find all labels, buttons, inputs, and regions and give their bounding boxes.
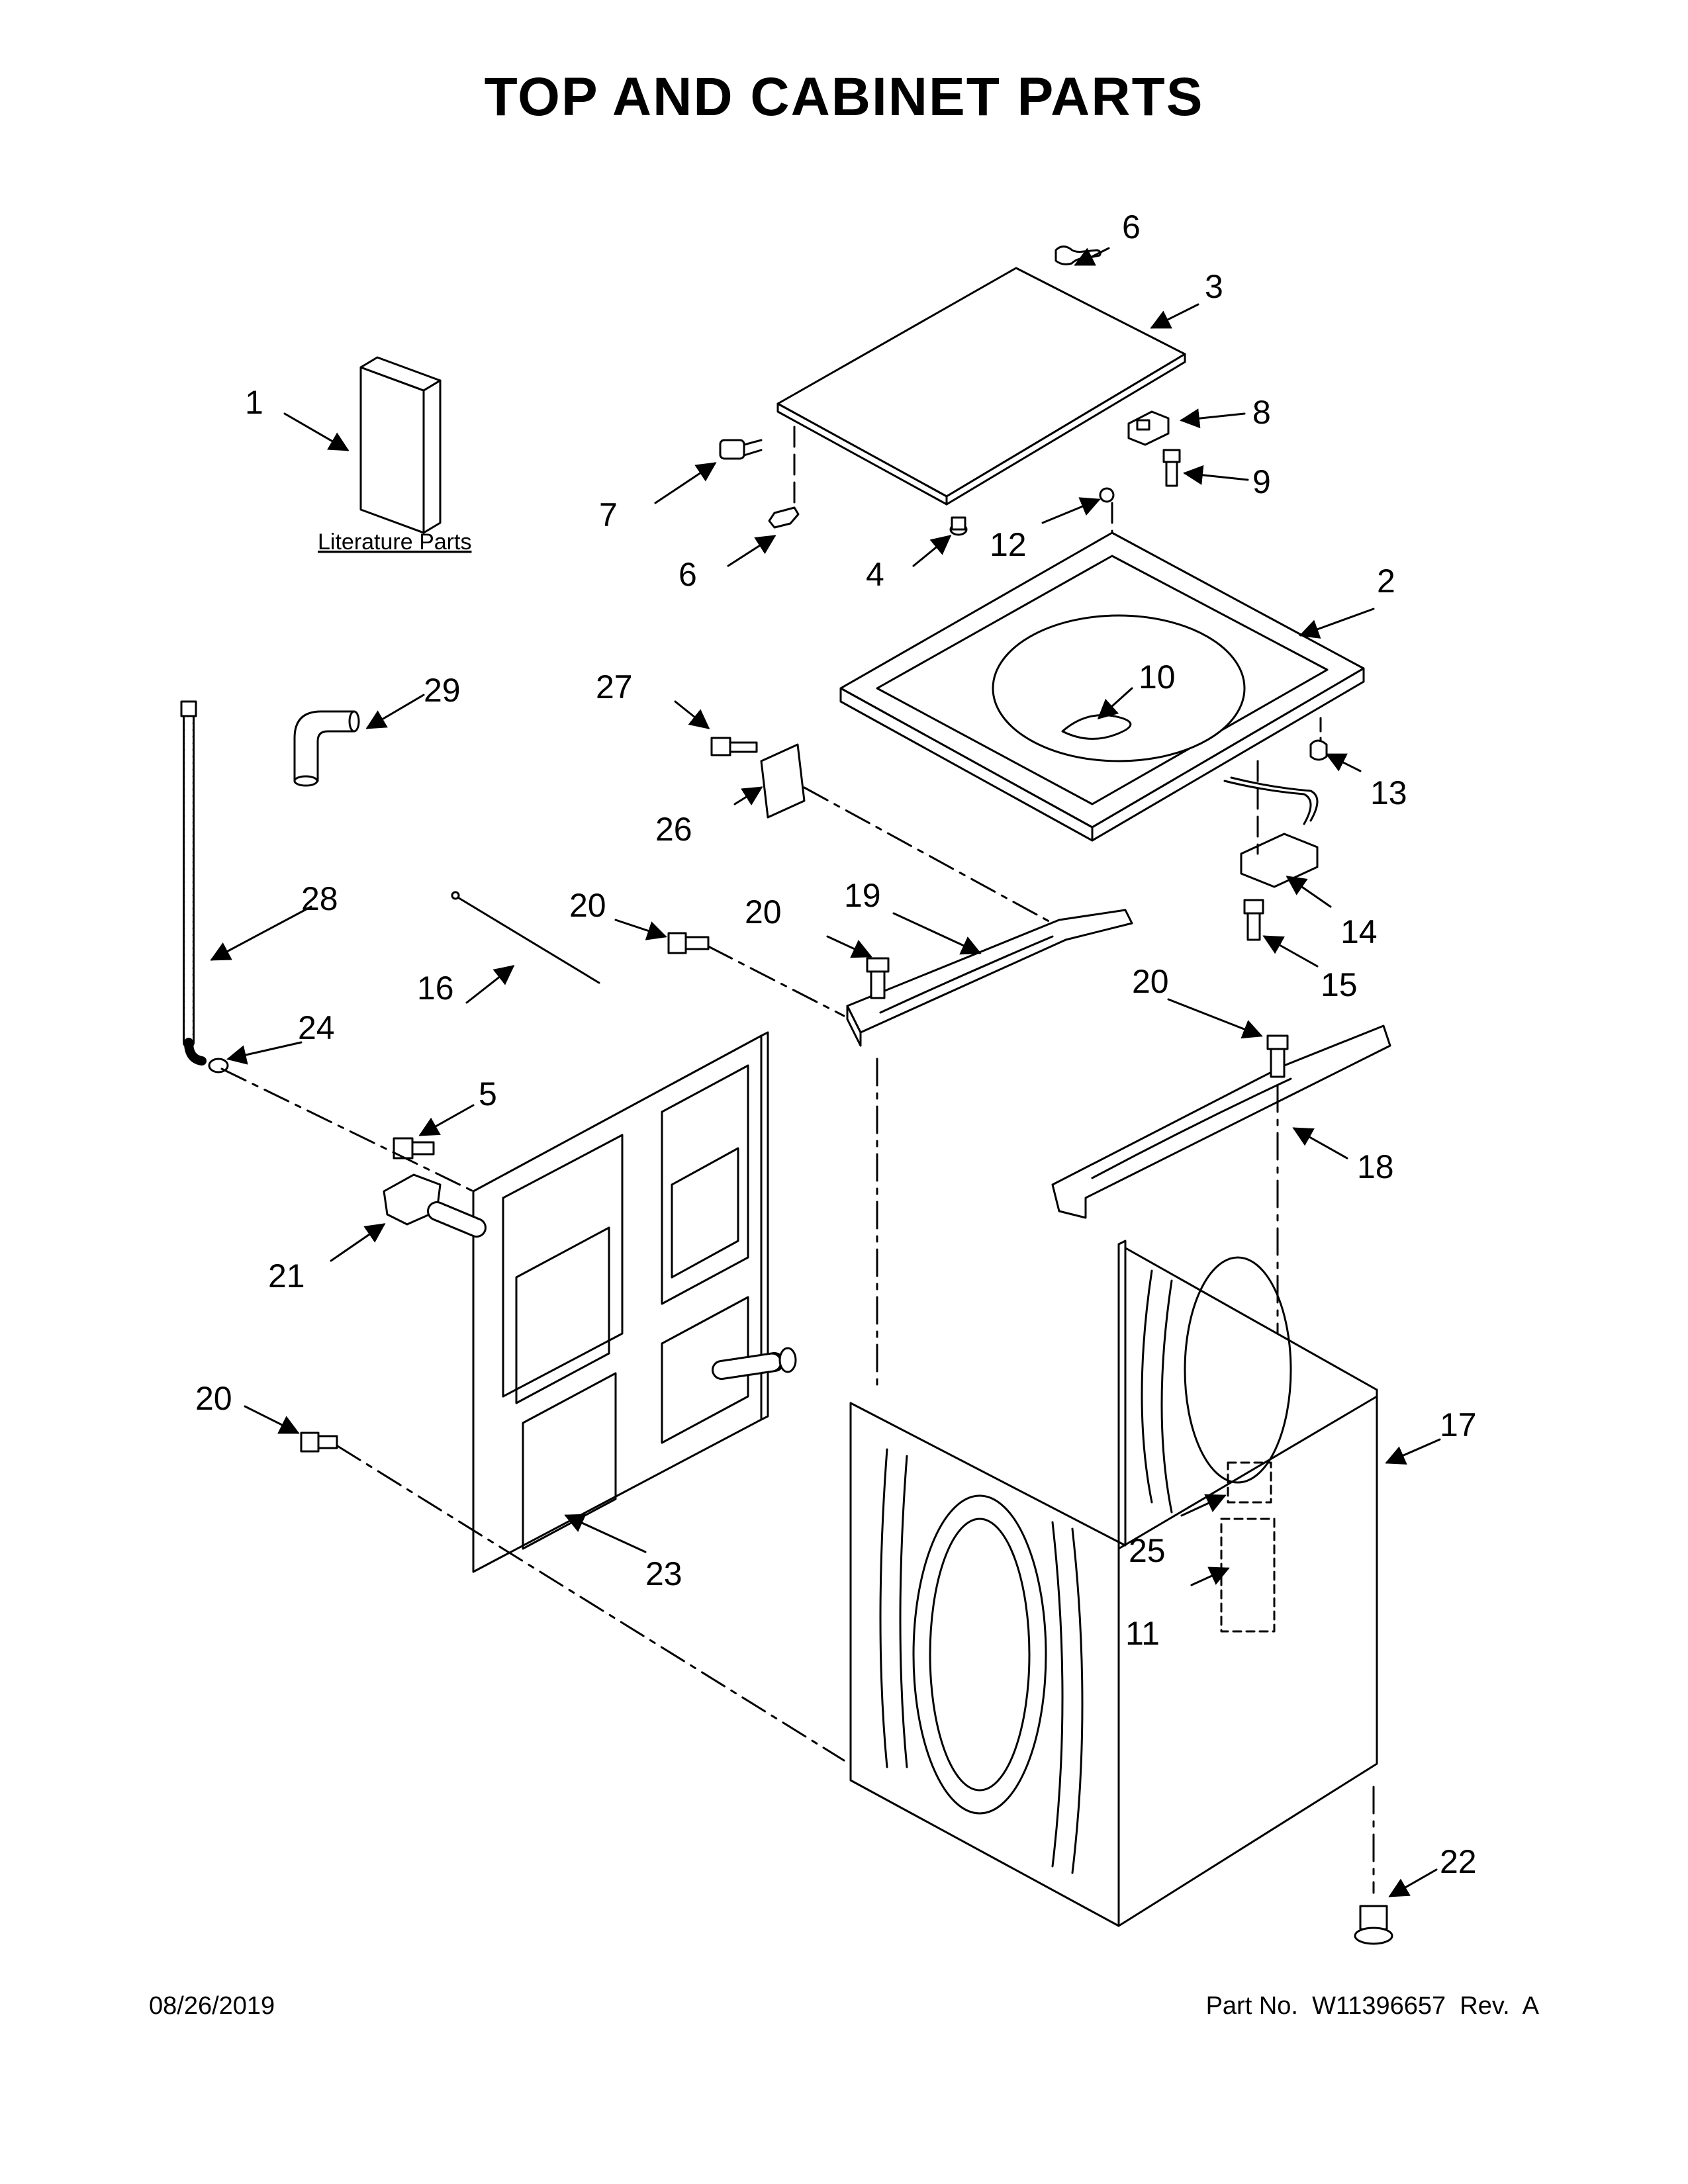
tie-rod-part bbox=[451, 891, 600, 984]
callout-22: 22 bbox=[1440, 1843, 1477, 1880]
callout-8: 8 bbox=[1252, 394, 1271, 431]
drain-hose-part bbox=[180, 700, 207, 1066]
callout-13: 13 bbox=[1370, 774, 1407, 811]
wire-clip-part bbox=[1309, 717, 1328, 761]
callout-11: 11 bbox=[1125, 1615, 1160, 1652]
lid-part bbox=[776, 267, 1186, 506]
hose-elbow-part bbox=[293, 710, 360, 787]
screw-7-part bbox=[719, 439, 763, 460]
callout-3: 3 bbox=[1205, 268, 1223, 305]
literature-parts-label: Literature Parts bbox=[318, 529, 471, 555]
cabinet-part bbox=[849, 1240, 1378, 1927]
screw-5-part bbox=[393, 1137, 435, 1160]
callout-9: 9 bbox=[1252, 463, 1271, 500]
screw-20d-part bbox=[300, 1432, 338, 1453]
callout-5: 5 bbox=[479, 1075, 497, 1113]
inlet-hose-fitting-part bbox=[712, 1347, 797, 1380]
footer-part-number: Part No. W11396657 Rev. A bbox=[1205, 1992, 1539, 2020]
callout-1: 1 bbox=[245, 384, 263, 421]
callout-2: 2 bbox=[1377, 563, 1395, 600]
screw-27-part bbox=[710, 737, 758, 756]
label-11-part bbox=[1220, 1518, 1276, 1633]
callout-6-side: 6 bbox=[679, 556, 697, 593]
hinge-pin-side-part bbox=[768, 426, 800, 529]
screw-20a-part bbox=[667, 932, 845, 1017]
lid-switch-part bbox=[1127, 410, 1170, 446]
wire-harness-part bbox=[1223, 760, 1319, 888]
page-title: TOP AND CABINET PARTS bbox=[484, 67, 1204, 127]
screw-20b-part bbox=[866, 957, 890, 999]
callout-18: 18 bbox=[1357, 1148, 1394, 1185]
callout-19: 19 bbox=[844, 877, 881, 914]
callout-21: 21 bbox=[268, 1257, 305, 1295]
callout-25: 25 bbox=[1129, 1532, 1166, 1569]
callout-28: 28 bbox=[301, 880, 338, 917]
top-panel-part bbox=[839, 531, 1365, 842]
screw-20c-part bbox=[1266, 1034, 1289, 1078]
callout-15: 15 bbox=[1321, 966, 1358, 1003]
literature-booklet-part bbox=[359, 356, 442, 534]
callout-17: 17 bbox=[1440, 1406, 1477, 1443]
callout-20d: 20 bbox=[195, 1380, 232, 1417]
callout-10: 10 bbox=[1139, 659, 1176, 696]
callout-27: 27 bbox=[596, 668, 633, 705]
callout-7: 7 bbox=[599, 496, 618, 533]
callout-20c: 20 bbox=[1132, 963, 1169, 1000]
rear-brace-part bbox=[1051, 1024, 1391, 1219]
callout-6-top: 6 bbox=[1122, 208, 1141, 246]
callout-numbers: 1 2 3 4 5 6 6 7 8 9 10 11 12 13 14 15 16… bbox=[195, 208, 1477, 1880]
label-25-part bbox=[1227, 1461, 1272, 1504]
callout-20a: 20 bbox=[569, 887, 606, 924]
callout-20b: 20 bbox=[745, 893, 782, 931]
screw-9-part bbox=[1162, 449, 1181, 487]
water-inlet-valve-part bbox=[383, 1173, 487, 1238]
callout-24: 24 bbox=[298, 1009, 335, 1046]
callout-26: 26 bbox=[655, 811, 692, 848]
bumper-4-part bbox=[949, 516, 968, 536]
leveling-leg-part bbox=[1354, 1905, 1393, 1945]
callout-29: 29 bbox=[424, 672, 461, 709]
callout-12: 12 bbox=[990, 526, 1027, 563]
callout-14: 14 bbox=[1340, 913, 1378, 950]
callout-16: 16 bbox=[417, 970, 454, 1007]
callout-23: 23 bbox=[645, 1555, 682, 1592]
front-brace-part bbox=[846, 909, 1133, 1047]
rear-panel-part bbox=[472, 1031, 769, 1573]
dash-20-17 bbox=[336, 1445, 845, 1762]
bracket-26-part bbox=[760, 743, 806, 819]
callout-4: 4 bbox=[866, 556, 884, 593]
dash-24-23 bbox=[220, 1068, 475, 1193]
screw-15-part bbox=[1243, 899, 1264, 941]
footer-date: 08/26/2019 bbox=[149, 1992, 275, 2020]
leader-arrows bbox=[210, 247, 1441, 1897]
dash-26-19 bbox=[803, 786, 1054, 925]
